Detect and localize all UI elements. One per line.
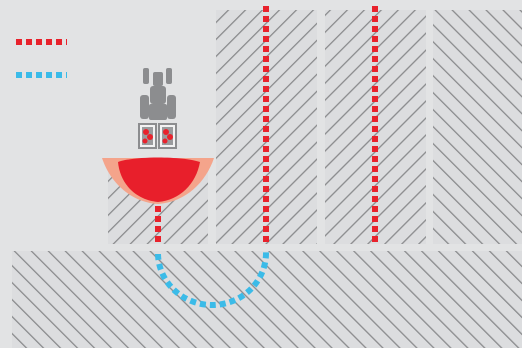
worked-paths (155, 6, 378, 246)
legend (16, 39, 67, 78)
hopper-right (158, 123, 177, 149)
field-strip-3 (433, 10, 522, 244)
hopper-left (138, 123, 157, 149)
spread-pattern-icon (102, 157, 214, 204)
tractor-icon (140, 68, 176, 120)
spread-pattern-inner (118, 157, 200, 202)
spreader-hoppers (138, 123, 177, 149)
headland-turn-path (155, 251, 270, 308)
